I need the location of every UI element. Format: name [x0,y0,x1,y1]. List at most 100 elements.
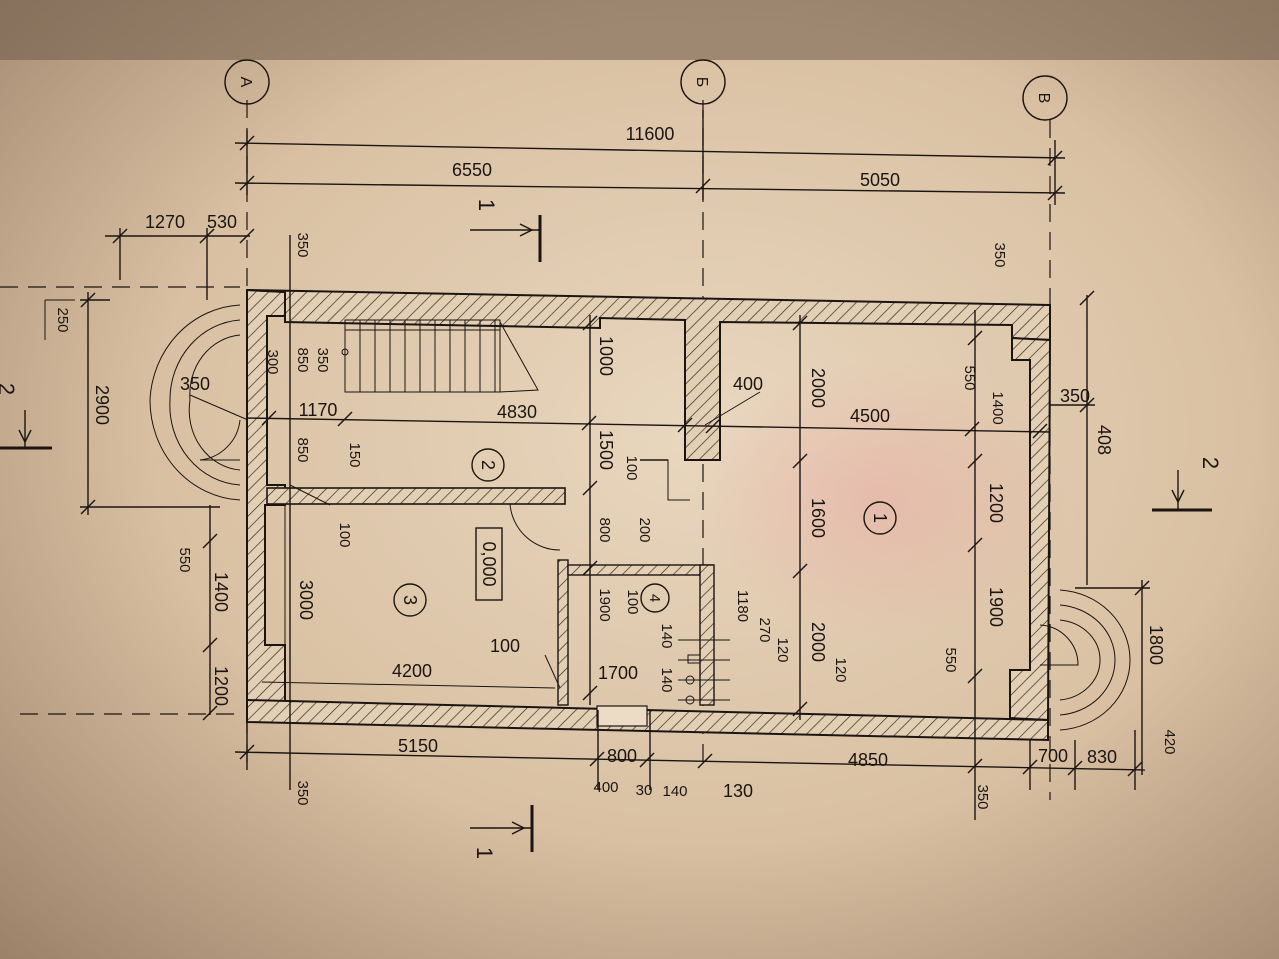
dim-350-top-right: 350 [991,242,1008,267]
plumbing-fixtures [678,639,730,705]
dim-top-right: 5050 [860,170,900,190]
dim-400: 400 [733,374,763,394]
dim-bottom-800: 800 [607,746,637,766]
room-circle-4 [640,583,670,613]
dim-100-b: 100 [490,636,520,656]
dim-350-bottom-right: 350 [974,784,991,809]
axis-label-v: В [1035,93,1052,104]
axis-label-a: А [237,77,254,88]
dim-550-c: 550 [942,647,959,672]
entrance-porch-right: 1800 [1039,580,1166,775]
section-marker-2-left: 2 [0,383,52,450]
dim-350-porch: 350 [180,374,210,394]
section-marker-2-right: 2 [1152,457,1223,512]
dim-2900: 2900 [92,385,112,425]
room-circle-2 [471,448,505,482]
dim-bottom-130: 130 [723,781,753,801]
dim-1180: 1180 [734,590,751,622]
dim-120-a: 120 [774,637,791,662]
dim-4200: 4200 [392,661,432,681]
dim-140-a: 140 [658,623,675,648]
photo-shadow [0,0,1279,60]
dim-1900-b: 1900 [986,587,1006,627]
dim-150: 150 [346,442,363,467]
section-label-1-top: 1 [474,199,499,211]
floor-level-mark: 0,000 [475,527,503,601]
dim-200: 200 [636,517,653,542]
dim-100-a: 100 [336,522,353,547]
dim-2000-a: 2000 [808,368,828,408]
dim-350-right: 350 [1060,386,1090,406]
dim-bottom-5150: 5150 [398,736,438,756]
dim-1700: 1700 [598,663,638,683]
dim-250: 250 [54,307,71,332]
dim-top-left: 6550 [452,160,492,180]
dim-420: 420 [1161,729,1178,754]
room-number-4: 4 [646,594,663,602]
dim-850-b: 850 [294,437,311,462]
staircase [341,319,539,393]
dim-bottom-830: 830 [1087,747,1117,767]
building-walls [246,288,1052,742]
floor-level-value: 0,000 [479,541,499,586]
dim-1200-b: 1200 [986,483,1006,523]
dim-1000: 1000 [596,336,616,376]
dim-800: 800 [596,517,613,542]
dim-408: 408 [1094,425,1114,455]
dim-350-bottom-left: 350 [294,780,311,805]
dim-1600: 1600 [808,498,828,538]
dim-100-d: 100 [624,589,641,614]
dim-140-b: 140 [658,667,675,692]
section-label-2-right: 2 [1198,457,1223,469]
dim-1400-a: 1400 [211,572,231,612]
interior-doors [509,459,690,551]
dim-bottom-140: 140 [662,783,687,800]
dim-120-b: 120 [832,657,849,682]
room-circle-1 [863,501,897,535]
dim-4500: 4500 [850,406,890,426]
dim-1200-a: 1200 [211,666,231,706]
room-number-2: 2 [478,460,498,470]
dim-bottom-4850: 4850 [848,750,888,770]
dim-530: 530 [207,212,237,232]
dim-1500: 1500 [596,430,616,470]
section-label-1-bottom: 1 [472,847,497,859]
dim-550-a: 550 [176,547,193,572]
dim-3000: 3000 [296,580,316,620]
dim-850-a: 850 [294,347,311,372]
entrance-porch-left: 2900 250 [44,292,241,515]
dim-350-b: 350 [314,347,331,372]
interior-dimension-lines [189,235,1146,820]
left-top-chain: 1270 530 [105,212,255,300]
section-marker-1-bottom: 1 [470,805,534,859]
dim-300: 300 [264,349,281,374]
room-number-1: 1 [870,513,890,523]
dim-1170: 1170 [299,400,338,420]
dim-270: 270 [756,617,773,642]
dim-1400-b: 1400 [989,391,1006,424]
dim-1800: 1800 [1146,625,1166,665]
dim-1270: 1270 [145,212,185,232]
dim-350-top-left: 350 [294,232,311,257]
dim-bottom-400: 400 [593,779,618,796]
room-number-3: 3 [400,595,420,605]
dim-bottom-30: 30 [636,782,653,799]
top-dimension-chains: 11600 6550 5050 [234,110,1066,205]
dim-1900-a: 1900 [596,588,613,621]
axis-marker-b: Б [680,59,726,105]
axis-marker-a: А [224,59,270,105]
dim-4830: 4830 [497,402,537,422]
dimension-labels: 350 350 350 350 350 300 850 350 1170 850… [176,232,1178,809]
dim-top-total: 11600 [626,124,675,144]
axis-marker-v: В [1022,75,1068,121]
section-marker-1-top: 1 [470,199,542,262]
room-markers: 1 2 3 4 [393,448,897,617]
axis-label-b: Б [693,77,710,88]
dim-100-c: 100 [623,455,640,480]
section-label-2-left: 2 [0,383,19,395]
dim-2000-b: 2000 [808,622,828,662]
dim-550-b: 550 [961,365,978,390]
room-circle-3 [393,583,427,617]
dim-bottom-700: 700 [1038,746,1068,766]
